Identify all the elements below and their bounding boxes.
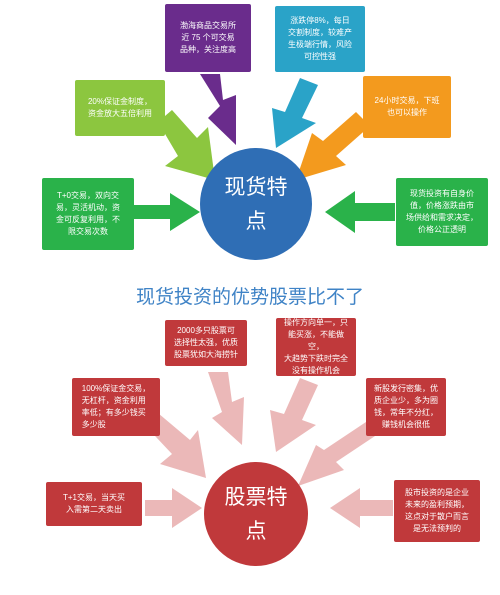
stock-box-choice: 2000多只股票可 选择性太强，优质 股票犹如大海捞针 <box>165 320 247 366</box>
stock-box-expectation: 股市投资的是企业 未来的盈利预期， 这点对于散户而言 是无法预判的 <box>394 480 480 542</box>
spot-box-value: 现货投资有自身价 值，价格涨跌由市 场供给和需求决定， 价格公正透明 <box>396 178 488 246</box>
arrow-stock-mid-right <box>298 418 384 486</box>
arrow-lime <box>158 110 215 180</box>
stock-box-margin: 100%保证金交易， 无杠杆，资金利用 率低；有多少钱买 多少股 <box>72 378 160 436</box>
arrow-green <box>133 193 200 231</box>
headline: 现货投资的优势股票比不了 <box>135 286 364 308</box>
stock-box-direction: 操作方向单一，只 能买涨，不能做空， 大趋势下跌时完全 没有操作机会 <box>276 318 356 376</box>
stock-box-t1: T+1交易，当天买 入需第二天卖出 <box>46 482 142 526</box>
arrow-orange <box>296 112 370 180</box>
spot-box-exchange: 渤海商品交易所 近 75 个可交易 品种，关注度高 <box>165 4 251 72</box>
spot-box-24h: 24小时交易，下班 也可以操作 <box>363 76 451 138</box>
arrow-green-right <box>325 191 395 233</box>
spot-box-limit: 涨跌停8%，每日 交割制度，较难产 生极端行情，风险 可控性强 <box>275 6 365 72</box>
arrow-cyan <box>272 78 318 148</box>
arrow-stock-top-left <box>208 372 244 445</box>
arrow-stock-top-right <box>270 378 318 452</box>
stock-center-circle: 股票特 点 <box>204 462 308 566</box>
arrow-stock-bottom-right <box>330 488 393 528</box>
spot-box-t0: T+0交易，双向交 易，灵活机动，资 金可反复利用，不 限交易次数 <box>42 178 134 250</box>
arrow-stock-bottom-left <box>145 488 202 528</box>
arrow-purple <box>200 74 236 145</box>
spot-box-margin: 20%保证金制度， 资金放大五倍利用 <box>75 80 165 136</box>
stock-box-ipo: 新股发行密集，优 质企业少，多为圈 钱，常年不分红， 赚钱机会很低 <box>366 378 446 436</box>
spot-center-circle: 现货特 点 <box>200 148 312 260</box>
